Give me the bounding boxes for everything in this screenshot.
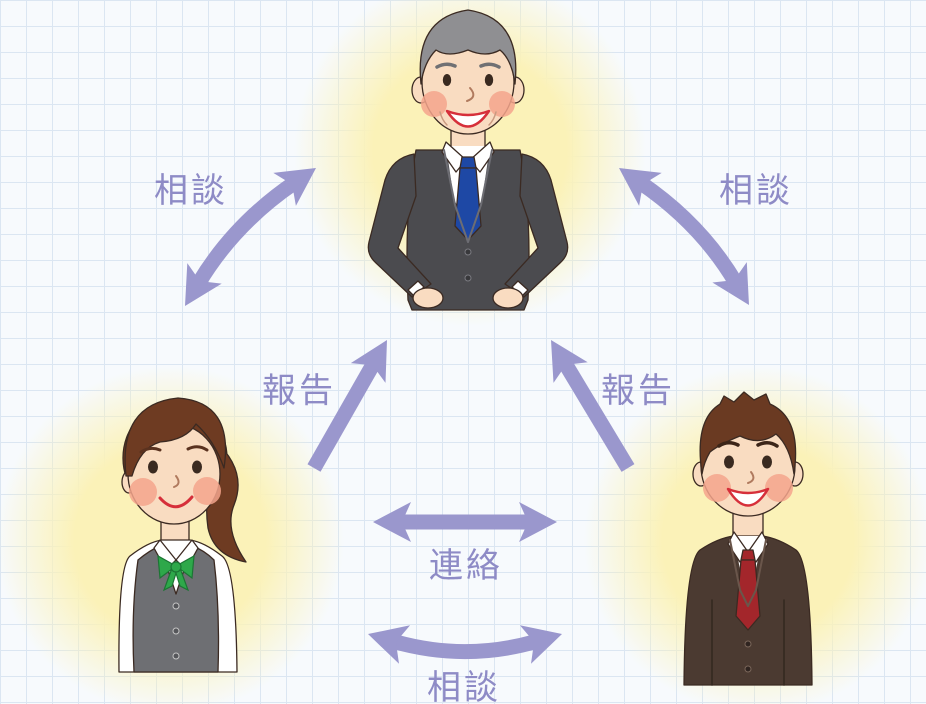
boss-tie [454,167,482,241]
male-eyebrow-right [756,441,779,448]
consult-arrow-bottom-shaft [390,633,540,660]
male-mouth [726,487,770,507]
female-eye-right [192,460,202,474]
boss-lapel-right [467,149,493,243]
contact-arrow-center-head-start [373,502,411,542]
female-eye-left [148,460,158,474]
boss-eye-right [484,74,494,86]
consult-arrow-top-left [185,168,316,306]
male-button-lower [744,665,752,673]
female-eyebrow-left [139,446,162,454]
boss-lapel-left [443,149,469,243]
boss-wrinkle-right [488,111,497,126]
contact-arrow-center [373,502,557,542]
boss-eyebrow-left [435,62,457,69]
label-consult-top-left: 相談 [154,171,228,211]
report-arrow-right [551,340,635,472]
boss-eyebrow-right [479,62,501,69]
boss-figure [367,9,569,311]
female-bow-left [157,554,178,580]
boss-mouth [445,109,491,128]
boss-eye-left [442,74,452,86]
female-mouth [158,495,194,509]
male-employee-figure [683,391,813,686]
female-cheek-right [193,477,221,505]
male-button-upper [744,640,752,648]
label-report-left: 報告 [262,371,336,411]
boss-hand-left [412,287,444,309]
boss-right-arm [504,153,569,298]
consult-arrow-top-left-head-start [185,263,222,306]
report-arrow-right-shaft [557,358,635,472]
boss-wrinkle-left [439,111,448,126]
male-tie-knot [740,549,756,561]
boss-cuff-right [511,280,529,297]
report-arrow-left [307,340,387,472]
female-bow-knot [170,561,182,573]
female-cheek-left [129,478,157,506]
consult-arrow-top-right-head-end [712,262,749,305]
male-lapel-left [729,539,749,607]
female-button-2 [172,627,180,635]
male-cheek-right [765,474,793,502]
boss-hand-right [492,287,524,309]
male-hair [699,391,797,475]
male-eyebrow-left [717,441,740,448]
female-eyebrow-right [186,445,209,452]
report-arrow-left-head-end [350,340,387,383]
male-lapel-right [747,539,767,607]
boss-cheek-left [421,91,447,117]
boss-hair [419,9,517,85]
boss-tie-knot [459,156,477,169]
consult-arrow-bottom-head-start [368,625,411,664]
boss-cuff-left [407,280,425,297]
label-consult-top-right: 相談 [719,171,793,211]
consult-arrow-top-right [619,168,749,305]
consult-arrow-top-right-shaft [636,176,743,287]
label-consult-bottom: 相談 [427,668,501,704]
female-nose [173,475,180,488]
female-button-3 [172,652,180,660]
female-bow-right [174,554,195,580]
boss-button-lower [464,274,472,282]
boss-button-upper [464,248,472,256]
consult-arrow-bottom [368,625,562,664]
male-nose [747,471,755,484]
male-eye-left [724,455,734,469]
female-bangs [124,397,227,477]
male-tie [735,559,761,631]
female-button-1 [172,602,180,610]
male-eye-right [762,455,772,469]
contact-arrow-center-head-end [519,502,557,542]
label-contact-center: 連絡 [429,546,503,586]
report-arrow-left-shaft [307,358,381,472]
consult-arrow-top-right-head-start [619,168,662,206]
consult-arrow-top-left-head-end [273,168,316,206]
consult-arrow-bottom-head-end [519,625,562,664]
boss-left-arm [367,153,432,298]
boss-cheek-right [489,91,515,117]
arrows-layer [185,168,749,664]
female-employee-figure [118,397,247,673]
male-cheek-left [703,474,731,502]
report-arrow-right-head-end [551,340,588,383]
boss-nose [466,87,475,102]
consult-arrow-top-left-shaft [191,176,299,288]
label-report-right: 報告 [601,371,675,411]
